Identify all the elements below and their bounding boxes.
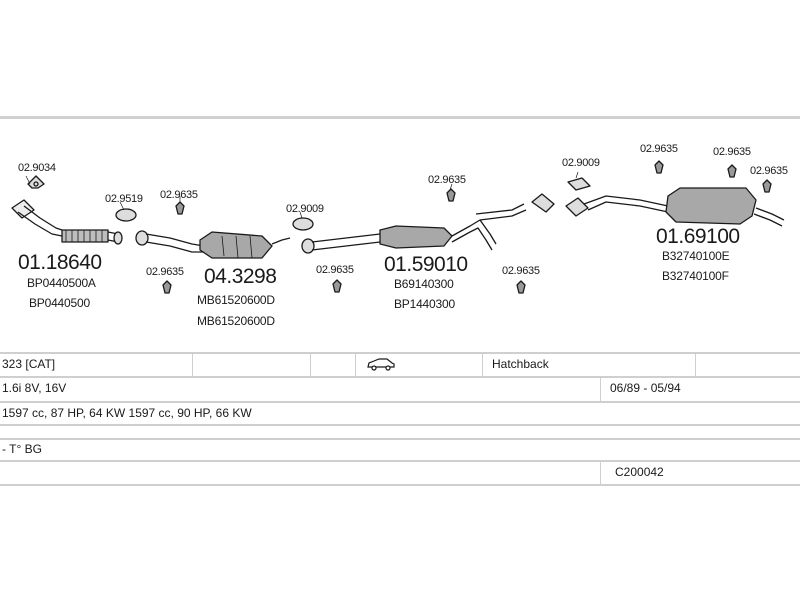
oem-reference: MB61520600D <box>197 314 275 328</box>
part-number-label[interactable]: 02.9009 <box>286 203 324 215</box>
middle-silencer-part[interactable] <box>301 193 555 254</box>
gasket-part[interactable] <box>292 217 314 231</box>
oem-reference: BP0440500A <box>27 276 96 290</box>
vehicle-model: 323 [CAT] <box>2 357 56 371</box>
part-number-label[interactable]: 02.9635 <box>428 174 466 186</box>
table-divider <box>482 352 483 376</box>
main-part-number[interactable]: 01.69100 <box>656 225 740 248</box>
table-divider <box>600 376 601 401</box>
table-divider <box>695 352 696 376</box>
rear-silencer-part[interactable] <box>565 187 785 227</box>
front-pipe-part[interactable] <box>11 199 123 245</box>
rubber-hanger-part[interactable] <box>162 160 772 294</box>
power-spec: 1597 cc, 87 HP, 64 KW 1597 cc, 90 HP, 66… <box>2 406 252 420</box>
part-number-label[interactable]: 02.9034 <box>18 162 56 174</box>
oem-reference: B32740100F <box>662 269 729 283</box>
gasket-part[interactable] <box>567 177 591 191</box>
part-number-label[interactable]: 02.9635 <box>750 165 788 177</box>
table-divider <box>192 352 193 376</box>
table-divider <box>355 352 356 376</box>
oem-reference: MB61520600D <box>197 293 275 307</box>
table-rule <box>0 401 800 403</box>
part-number-label[interactable]: 02.9519 <box>105 193 143 205</box>
part-number-label[interactable]: 02.9635 <box>502 265 540 277</box>
oem-reference: BP0440500 <box>29 296 90 310</box>
part-number-label[interactable]: 02.9635 <box>316 264 354 276</box>
main-part-number[interactable]: 04.3298 <box>204 265 277 288</box>
table-rule <box>0 438 800 440</box>
table-rule <box>0 352 800 354</box>
part-number-label[interactable]: 02.9635 <box>146 266 184 278</box>
main-part-number[interactable]: 01.59010 <box>384 253 468 276</box>
table-rule <box>0 424 800 426</box>
part-number-label[interactable]: 02.9009 <box>562 157 600 169</box>
catalog-code: C200042 <box>615 465 664 479</box>
table-rule <box>0 376 800 378</box>
part-number-label[interactable]: 02.9635 <box>713 146 751 158</box>
top-border <box>0 116 800 119</box>
part-number-label[interactable]: 02.9635 <box>640 143 678 155</box>
body-type: Hatchback <box>492 357 549 371</box>
car-icon <box>366 357 396 373</box>
engine-spec: 1.6i 8V, 16V <box>2 381 67 395</box>
main-part-number[interactable]: 01.18640 <box>18 251 102 274</box>
part-number-label[interactable]: 02.9635 <box>160 189 198 201</box>
oem-reference: B32740100E <box>662 249 730 263</box>
production-years: 06/89 - 05/94 <box>610 381 681 395</box>
table-rule <box>0 460 800 462</box>
gasket-part[interactable] <box>27 175 45 189</box>
table-rule <box>0 484 800 486</box>
variant-note: - T° BG <box>2 442 42 456</box>
oem-reference: BP1440300 <box>394 297 455 311</box>
oem-reference: B69140300 <box>394 277 454 291</box>
table-divider <box>310 352 311 376</box>
table-divider <box>600 460 601 484</box>
catalytic-converter-part[interactable] <box>135 230 291 259</box>
gasket-part[interactable] <box>115 208 137 222</box>
